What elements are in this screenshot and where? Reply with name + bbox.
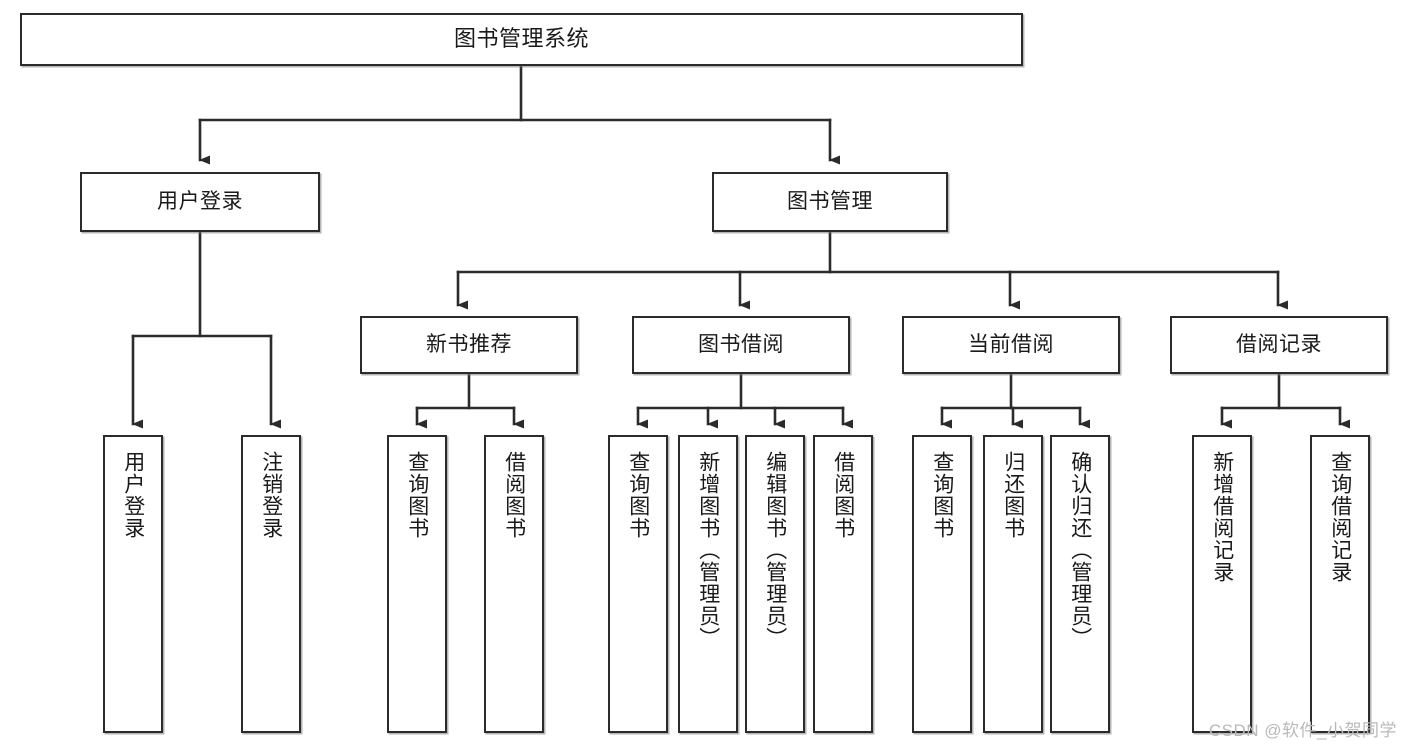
- node-borrow-record[interactable]: 借阅记录: [1170, 316, 1388, 374]
- node-leaf-edit-book-admin[interactable]: 编辑图书（管理员）: [745, 435, 805, 733]
- node-leaf-add-book-admin[interactable]: 新增图书（管理员）: [678, 435, 738, 733]
- node-leaf-add-borrow-record[interactable]: 新增借阅记录: [1192, 435, 1252, 733]
- node-leaf-borrow-book-action[interactable]: 借阅图书: [813, 435, 873, 733]
- node-leaf-user-logout-action[interactable]: 注销登录: [241, 435, 301, 733]
- node-leaf-query-book-recommend[interactable]: 查询图书: [387, 435, 447, 733]
- node-leaf-query-book-borrow[interactable]: 查询图书: [608, 435, 668, 733]
- node-leaf-label: 借阅图书: [502, 451, 526, 539]
- watermark: CSDN @软件_小贺同学: [1208, 721, 1397, 740]
- node-current-borrow[interactable]: 当前借阅: [902, 316, 1120, 374]
- node-current-borrow-label: 当前借阅: [968, 333, 1054, 357]
- node-leaf-label: 确认归还（管理员）: [1068, 451, 1092, 649]
- node-leaf-label: 用户登录: [121, 451, 145, 539]
- node-user-login[interactable]: 用户登录: [80, 172, 320, 232]
- node-leaf-borrow-book-recommend[interactable]: 借阅图书: [484, 435, 544, 733]
- node-leaf-label: 查询图书: [626, 451, 650, 539]
- node-book-manage[interactable]: 图书管理: [712, 172, 948, 232]
- node-leaf-query-book-current[interactable]: 查询图书: [912, 435, 972, 733]
- node-root-system[interactable]: 图书管理系统: [20, 13, 1023, 66]
- node-book-borrow-label: 图书借阅: [698, 333, 784, 357]
- node-leaf-query-borrow-record[interactable]: 查询借阅记录: [1310, 435, 1370, 733]
- node-book-borrow[interactable]: 图书借阅: [632, 316, 850, 374]
- node-leaf-label: 查询借阅记录: [1328, 451, 1352, 583]
- node-leaf-label: 编辑图书（管理员）: [763, 451, 787, 649]
- node-root-label: 图书管理系统: [453, 26, 589, 52]
- node-book-manage-label: 图书管理: [787, 190, 873, 214]
- node-leaf-label: 借阅图书: [831, 451, 855, 539]
- node-new-book-recommend-label: 新书推荐: [426, 333, 512, 357]
- node-borrow-record-label: 借阅记录: [1236, 333, 1322, 357]
- node-leaf-return-book[interactable]: 归还图书: [983, 435, 1043, 733]
- node-leaf-label: 新增借阅记录: [1210, 451, 1234, 583]
- node-user-login-label: 用户登录: [157, 190, 243, 214]
- node-leaf-confirm-return-admin[interactable]: 确认归还（管理员）: [1050, 435, 1110, 733]
- node-leaf-label: 查询图书: [930, 451, 954, 539]
- node-leaf-label: 注销登录: [259, 451, 283, 539]
- node-leaf-label: 查询图书: [405, 451, 429, 539]
- node-leaf-user-login-action[interactable]: 用户登录: [103, 435, 163, 733]
- node-leaf-label: 新增图书（管理员）: [696, 451, 720, 649]
- node-leaf-label: 归还图书: [1001, 451, 1025, 539]
- node-new-book-recommend[interactable]: 新书推荐: [360, 316, 578, 374]
